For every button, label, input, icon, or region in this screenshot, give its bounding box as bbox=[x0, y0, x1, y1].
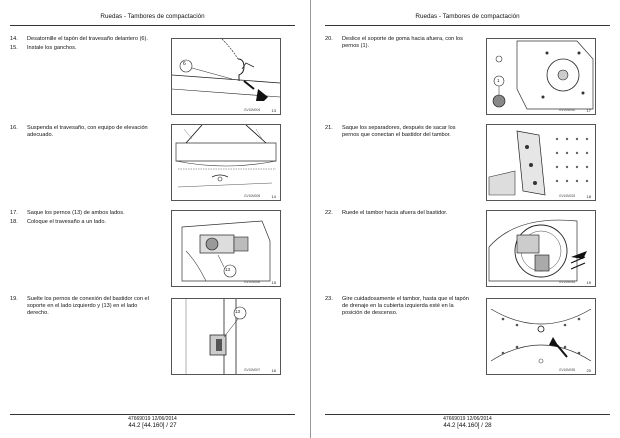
figure-code: GV10M007 bbox=[244, 368, 261, 372]
page-header: Ruedas - Tambores de compactación bbox=[415, 13, 520, 20]
figure-code: GV10M006 bbox=[244, 280, 261, 284]
page-header: Ruedas - Tambores de compactación bbox=[100, 13, 205, 20]
step-15: 15. Instale los ganchos. bbox=[10, 45, 158, 52]
figure-13-illustration bbox=[172, 39, 280, 101]
figure-code: GV10M035 bbox=[559, 368, 576, 372]
figure-15-illustration bbox=[181, 220, 271, 282]
figure-number: 18 bbox=[586, 194, 591, 199]
figure-code: GV10M032 bbox=[559, 108, 576, 112]
figure-19: GV10M034 19 bbox=[486, 210, 596, 287]
figure-17-illustration bbox=[492, 40, 594, 110]
step-number: 16. bbox=[10, 125, 18, 131]
step-18: 18. Coloque el travesaño a un lado. bbox=[10, 219, 158, 226]
step-number: 18. bbox=[10, 219, 18, 225]
figure-14-illustration bbox=[175, 125, 277, 188]
figure-number: 17 bbox=[586, 108, 591, 113]
step-19: 19. Suelte los pernos de conexión del ba… bbox=[10, 296, 158, 317]
step-text: Coloque el travesaño a un lado. bbox=[27, 219, 106, 225]
step-17: 17. Saque los pernos (13) de ambos lados… bbox=[10, 210, 158, 217]
step-number: 14. bbox=[10, 36, 18, 42]
step-text: Saque los separadores, después de sacar … bbox=[342, 125, 456, 138]
footer-page-number: 44.2 [44.160] / 27 bbox=[128, 422, 177, 429]
step-number: 19. bbox=[10, 296, 18, 302]
figure-number: 20 bbox=[586, 368, 591, 373]
left-page: Ruedas - Tambores de compactación 14. De… bbox=[0, 0, 305, 438]
figure-17: 1 GV10M032 17 bbox=[486, 38, 596, 115]
figure-callout: 6 bbox=[183, 61, 186, 67]
figure-20-illustration bbox=[490, 308, 592, 364]
figure-15: 13 GV10M006 15 bbox=[171, 210, 281, 287]
figure-callout: 13 bbox=[235, 309, 241, 314]
figure-18-illustration bbox=[488, 130, 589, 196]
step-number: 23. bbox=[325, 296, 333, 302]
footer-document-id: 47669019 12/06/2014 bbox=[443, 416, 492, 422]
step-number: 21. bbox=[325, 125, 333, 131]
figure-16: 13 GV10M007 16 bbox=[171, 298, 281, 375]
step-text: Saque los pernos (13) de ambos lados. bbox=[27, 210, 125, 216]
step-text: Suelte los pernos de conexión del bastid… bbox=[27, 296, 149, 316]
figure-code: GV10M034 bbox=[559, 280, 576, 284]
step-text: Gire cuidadosamente el tambor, hasta que… bbox=[342, 296, 469, 316]
step-number: 15. bbox=[10, 45, 18, 51]
footer-page-number: 44.2 [44.160] / 28 bbox=[443, 422, 492, 429]
figure-number: 19 bbox=[586, 280, 591, 285]
header-rule bbox=[325, 25, 610, 26]
step-16: 16. Suspenda el travesaño, con equipo de… bbox=[10, 125, 158, 139]
footer-document-id: 47669019 12/06/2014 bbox=[128, 416, 177, 422]
figure-number: 16 bbox=[271, 368, 276, 373]
figure-16-illustration bbox=[185, 299, 247, 374]
figure-19-illustration bbox=[488, 219, 587, 282]
figure-number: 13 bbox=[271, 108, 276, 113]
figure-callout: 13 bbox=[225, 267, 231, 272]
step-21: 21. Saque los separadores, después de sa… bbox=[325, 125, 473, 139]
figure-14: GV10M005 14 bbox=[171, 124, 281, 201]
figure-13: 6 GV10M004 13 bbox=[171, 38, 281, 115]
step-14: 14. Desatornille el tapón del travesaño … bbox=[10, 36, 158, 43]
figure-number: 15 bbox=[271, 280, 276, 285]
figure-number: 14 bbox=[271, 194, 276, 199]
header-rule bbox=[10, 25, 295, 26]
step-20: 20. Deslice el soporte de goma hacia afu… bbox=[325, 36, 473, 50]
step-22: 22. Ruede el tambor hacia afuera del bas… bbox=[325, 210, 473, 217]
step-text: Deslice el soporte de goma hacia afuera,… bbox=[342, 36, 463, 49]
figure-18: GV10M033 18 bbox=[486, 124, 596, 201]
right-page: Ruedas - Tambores de compactación 20. De… bbox=[315, 0, 620, 438]
figure-code: GV10M005 bbox=[244, 194, 261, 198]
step-text: Desatornille el tapón del travesaño dela… bbox=[27, 36, 148, 42]
footer-rule bbox=[325, 414, 610, 415]
step-23: 23. Gire cuidadosamente el tambor, hasta… bbox=[325, 296, 473, 317]
figure-callout: 1 bbox=[497, 78, 500, 83]
step-text: Ruede el tambor hacia afuera del bastido… bbox=[342, 210, 448, 216]
step-number: 17. bbox=[10, 210, 18, 216]
figure-code: GV10M004 bbox=[244, 108, 261, 112]
step-number: 20. bbox=[325, 36, 333, 42]
figure-code: GV10M033 bbox=[559, 194, 576, 198]
figure-20: GV10M035 20 bbox=[486, 298, 596, 375]
step-text: Suspenda el travesaño, con equipo de ele… bbox=[27, 125, 148, 138]
page-gutter bbox=[310, 0, 311, 438]
step-text: Instale los ganchos. bbox=[27, 45, 77, 51]
step-number: 22. bbox=[325, 210, 333, 216]
footer-rule bbox=[10, 414, 295, 415]
